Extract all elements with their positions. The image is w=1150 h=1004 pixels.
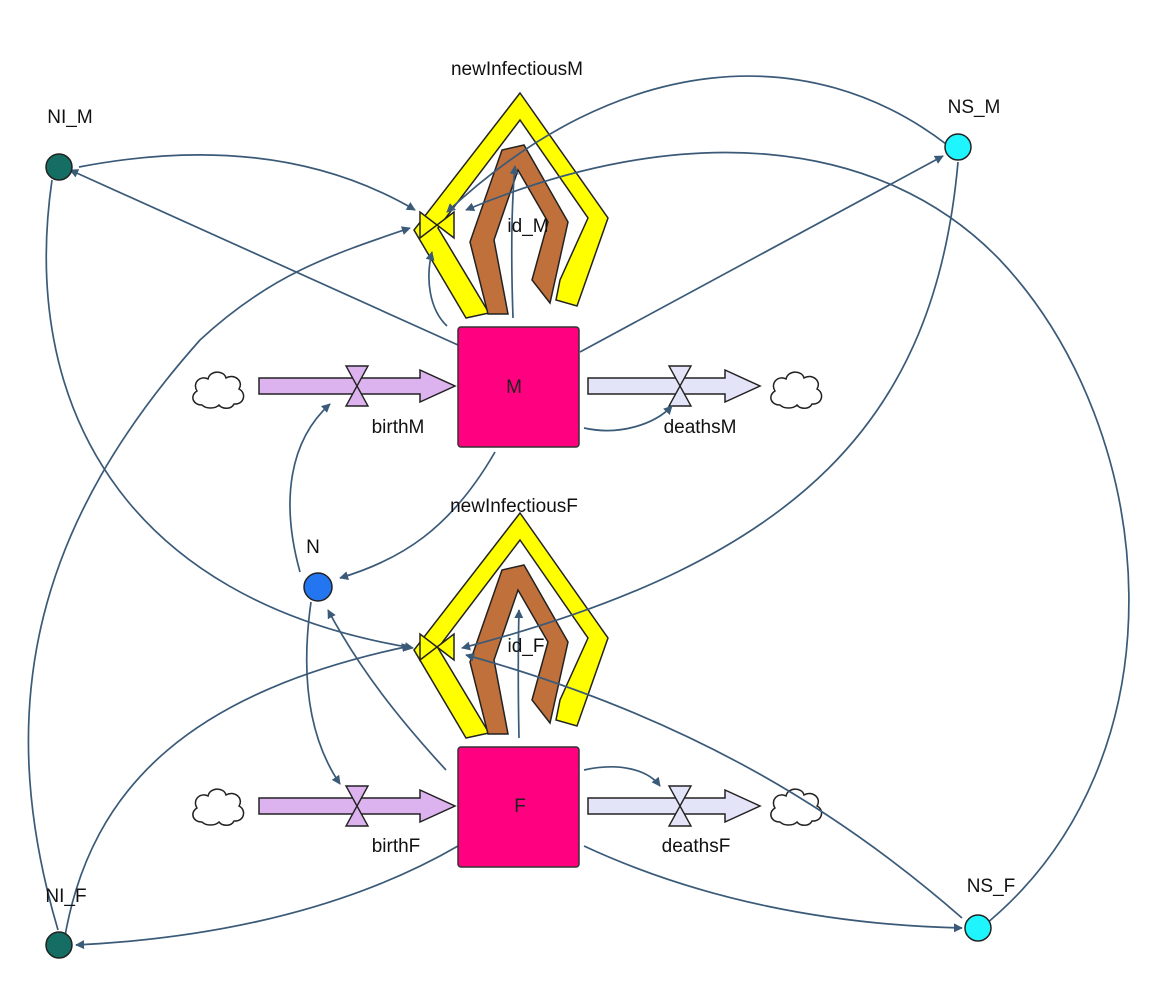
stock-M[interactable] <box>457 326 580 448</box>
birthF-valve-icon[interactable] <box>344 785 370 827</box>
link-M-to-valveM <box>425 251 448 327</box>
link-F-to-N <box>327 609 447 771</box>
birthF-flow[interactable] <box>192 785 457 827</box>
link-NS_M-to-newInfectiousF <box>461 161 959 651</box>
N-label: N <box>306 537 320 558</box>
deathsM-pipe <box>587 368 762 404</box>
link-NI_M-to-newInfectiousF <box>45 179 414 652</box>
id_F-label: id_F <box>508 636 545 657</box>
newInfectiousF-valve-icon[interactable] <box>419 632 455 662</box>
newInfectiousM-loop[interactable] <box>413 91 609 319</box>
deathsF-valve-icon[interactable] <box>667 785 693 827</box>
deathsF-pipe <box>587 788 762 824</box>
link-N-to-birthM <box>289 403 331 573</box>
deathsM-label: deathsM <box>664 417 737 438</box>
NI_M-node[interactable] <box>45 153 73 181</box>
NI_M-label: NI_M <box>47 107 92 128</box>
link-F-to-NS_F <box>583 845 963 933</box>
link-F-area-to-newInfectiousF <box>465 652 963 919</box>
stock-M-label: M <box>506 377 522 398</box>
birthM-valve-icon[interactable] <box>344 365 370 407</box>
link-NI_F-to-newInfectiousM <box>27 226 411 931</box>
NS_F-label: NS_F <box>967 876 1016 897</box>
NS_M-label: NS_M <box>948 97 1001 118</box>
deathsF-label: deathsF <box>662 836 731 857</box>
NI_F-label: NI_F <box>45 886 86 907</box>
birthF-label: birthF <box>372 836 421 857</box>
source-cloud-icon <box>192 788 245 826</box>
stock-F-label: F <box>514 796 526 817</box>
link-F-to-deathsF <box>583 766 661 787</box>
NS_F-node[interactable] <box>964 914 992 942</box>
loop-arrow-yellow <box>413 511 609 739</box>
sink-cloud-icon <box>770 371 823 409</box>
NS_M-node[interactable] <box>944 133 972 161</box>
link-M-to-N <box>339 451 496 580</box>
newInfectiousM-valve-icon[interactable] <box>419 210 455 240</box>
link-NS_F-to-newInfectiousM <box>465 151 1130 929</box>
link-N-to-birthF <box>305 601 341 785</box>
link-NI_F-to-newInfectiousF <box>63 643 411 943</box>
connectors <box>27 75 1130 950</box>
newInfectiousF-label: newInfectiousF <box>450 496 578 517</box>
loop-arrow-brown <box>469 564 569 735</box>
link-F-to-NI_F <box>75 845 459 950</box>
stock-F[interactable] <box>457 746 580 868</box>
newInfectiousM-label: newInfectiousM <box>451 59 583 80</box>
newInfectiousF-loop[interactable] <box>413 511 609 739</box>
loop-arrow-yellow <box>413 91 609 319</box>
birthM-flow[interactable] <box>192 365 457 409</box>
link-F-to-id_F <box>514 609 524 739</box>
loop-arrow-brown <box>469 144 569 315</box>
id_M-label: id_M <box>507 216 548 237</box>
N-node[interactable] <box>303 572 333 602</box>
link-M-to-id_M <box>509 165 519 319</box>
deathsM-flow[interactable] <box>587 365 823 409</box>
NI_F-node[interactable] <box>45 931 73 959</box>
link-NS_M-to-newInfectiousM <box>446 75 947 213</box>
deathsM-valve-icon[interactable] <box>667 365 693 407</box>
birthM-label: birthM <box>372 417 425 438</box>
deathsF-flow[interactable] <box>587 785 823 827</box>
source-cloud-icon <box>192 371 245 409</box>
link-NI_M-to-newInfectiousM <box>78 154 416 211</box>
link-M-to-NS_M <box>579 155 944 353</box>
link-M-to-NI_M <box>69 169 459 346</box>
link-M-to-deathsM <box>583 405 673 432</box>
